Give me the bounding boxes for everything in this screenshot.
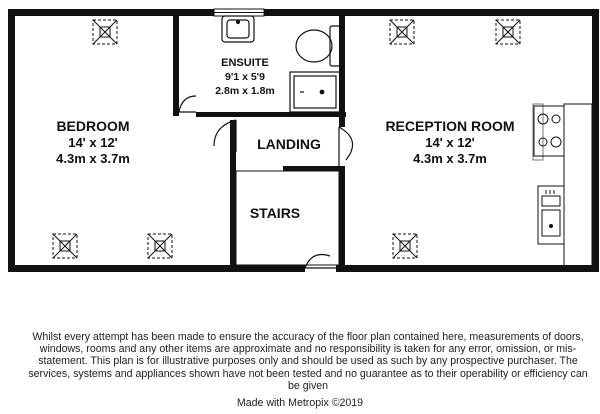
wall-reception-west-lower [339,166,345,272]
reception-imperial: 14' x 12' [425,135,475,150]
doors [178,95,354,269]
walls [8,9,599,272]
kitchen-sink-icon [537,185,565,245]
skylights [52,19,521,259]
shower-icon [289,71,341,113]
bedroom-name: BEDROOM [56,118,129,134]
wall-top [8,9,599,16]
floor-plan: BEDROOM 14' x 12' 4.3m x 3.7m ENSUITE 9'… [8,8,599,272]
reception-metric: 4.3m x 3.7m [413,151,487,166]
kitchen-counter [563,103,593,269]
ensuite-metric: 2.8m x 1.8m [215,85,275,97]
landing-name: LANDING [257,136,321,152]
disclaimer: Whilst every attempt has been made to en… [28,331,588,392]
wall-stairs-north [283,166,341,171]
hob-icon [533,105,565,157]
wall-bottom-right [336,265,599,272]
reception-name: RECEPTION ROOM [385,118,514,134]
bedroom-imperial: 14' x 12' [68,135,118,150]
wall-right [592,9,599,272]
stairs-outline [235,170,340,266]
skylight-icon [495,19,521,45]
skylight-icon [392,233,418,259]
wall-bottom-left [8,265,305,272]
window-reception [532,103,544,161]
skylight-icon [389,19,415,45]
skylight-icon [147,233,173,259]
wall-ensuite-south [196,112,346,117]
door-entrance [304,253,336,269]
bedroom-metric: 4.3m x 3.7m [56,151,130,166]
door-bedroom [213,119,237,152]
wall-left [8,9,15,272]
credit: Made with Metropix ©2019 [236,397,364,409]
wall-reception-west [339,9,345,127]
stairs-name: STAIRS [250,205,300,221]
disclaimer-text: Whilst every attempt has been made to en… [28,331,588,392]
door-reception [338,126,354,166]
wall-bedroom-stairs [230,150,236,156]
ensuite-name: ENSUITE [221,57,269,69]
ensuite-imperial: 9'1 x 5'9 [225,71,265,83]
skylight-icon [92,19,118,45]
toilet-icon [295,25,341,67]
sink-icon [221,15,255,43]
wall-bedroom-east [173,9,179,116]
skylight-icon [52,233,78,259]
wall-bedroom-east-lower [230,120,236,270]
door-ensuite [178,95,197,113]
